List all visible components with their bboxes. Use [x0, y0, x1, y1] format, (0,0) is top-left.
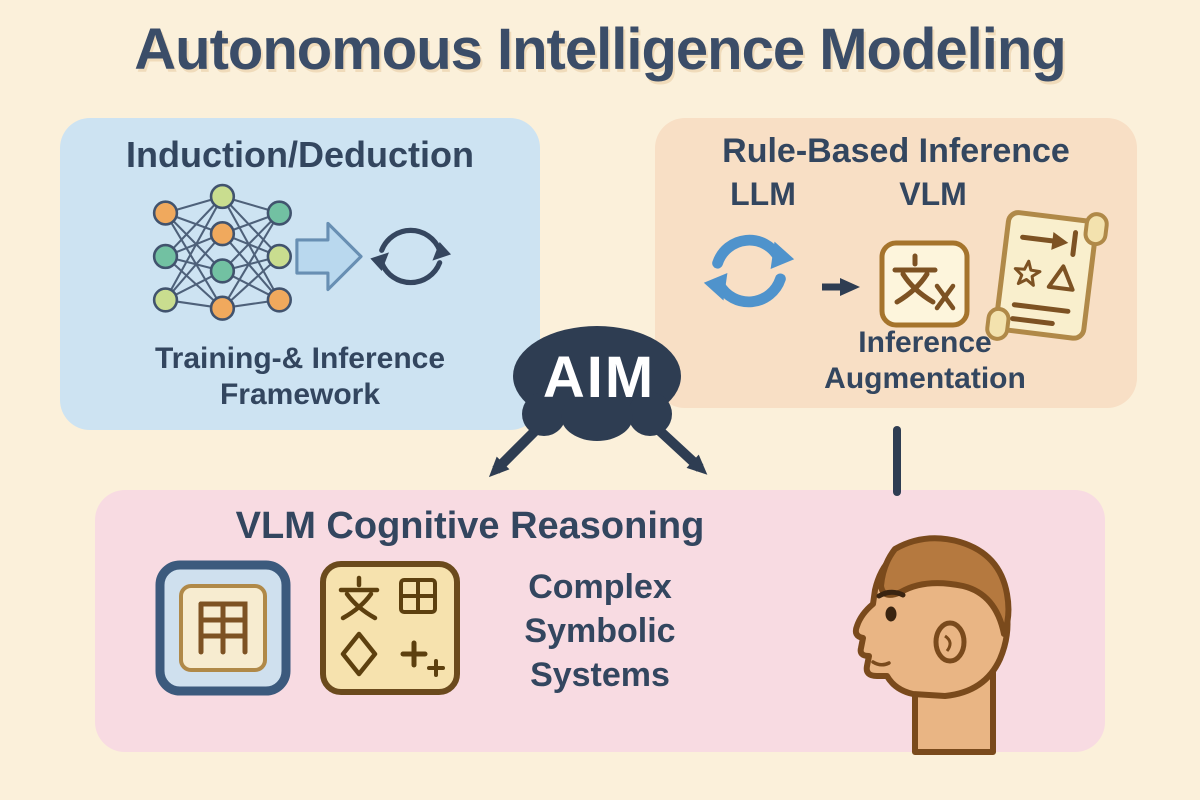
vlm-caption-line3: Systems: [530, 656, 670, 694]
induction-caption-line2: Framework: [219, 378, 381, 411]
rule-caption-line1: Inference: [858, 326, 992, 359]
character-tile-icon: [155, 560, 291, 696]
cycle-icon: [370, 227, 452, 286]
panel-induction-deduction: Induction/Deduction: [60, 118, 540, 430]
panel-induction-heading: Induction/Deduction: [126, 134, 474, 175]
vlm-caption-line2: Symbolic: [524, 612, 676, 650]
scroll-icon: [985, 210, 1109, 341]
symbols-grid-icon: [320, 561, 460, 695]
panel-rule-heading: Rule-Based Inference: [722, 132, 1070, 170]
induction-caption-line1: Training-& Inference: [154, 342, 446, 375]
page-title: Autonomous Intelligence Modeling: [134, 17, 1066, 82]
translation-icon: [879, 240, 970, 328]
vlm-label: VLM: [899, 176, 967, 212]
refresh-cycle-icon: [703, 234, 795, 308]
rule-caption-line2: Augmentation: [824, 362, 1026, 395]
llm-label: LLM: [730, 176, 796, 212]
block-arrow-icon: [295, 221, 363, 292]
aim-label: AIM: [542, 344, 656, 410]
vlm-caption-line1: Complex: [528, 568, 672, 606]
human-head-icon: [852, 535, 1012, 755]
panel-rule-based-inference: Rule-Based Inference LLM VLM: [655, 118, 1137, 408]
aim-blob: [513, 326, 681, 441]
neural-network-icon: [152, 183, 452, 321]
panel-vlm-heading: VLM Cognitive Reasoning: [235, 505, 705, 547]
